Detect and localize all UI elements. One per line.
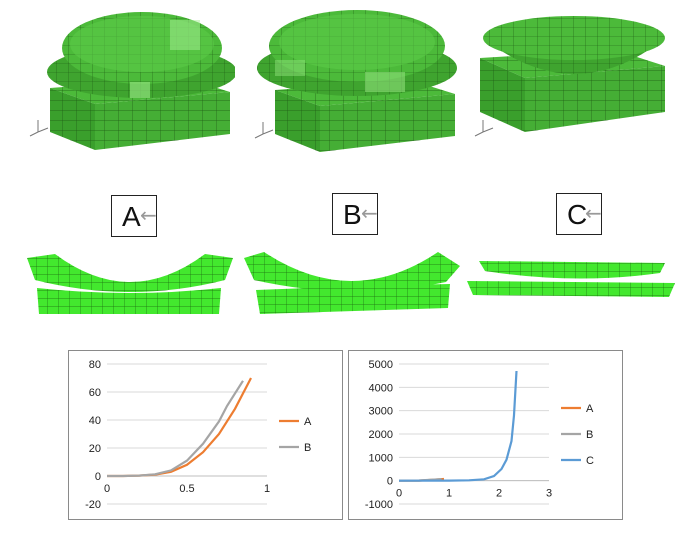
cross-section-b — [244, 252, 460, 314]
y-tick-label: 4000 — [369, 382, 393, 394]
fem-model-2 — [254, 10, 457, 152]
x-tick-label: 2 — [496, 488, 502, 500]
legend-label: A — [586, 403, 594, 415]
x-tick-label: 0 — [104, 483, 110, 495]
case-letter-c: C — [567, 199, 588, 230]
series-line-b — [107, 380, 244, 478]
case-label-a: A ← — [111, 195, 157, 237]
x-tick-label: 0 — [396, 488, 402, 500]
y-tick-label: 40 — [89, 415, 101, 427]
series-line-c — [399, 370, 518, 482]
y-tick-label: 1000 — [369, 452, 393, 464]
y-tick-label: 3000 — [369, 406, 393, 418]
x-tick-label: 1 — [446, 488, 452, 500]
y-tick-label: -1000 — [365, 499, 393, 511]
y-tick-label: 0 — [95, 471, 101, 483]
x-tick-label: 1 — [264, 483, 270, 495]
y-tick-label: 80 — [89, 359, 101, 371]
y-tick-label: 2000 — [369, 429, 393, 441]
y-tick-label: 5000 — [369, 359, 393, 371]
legend-label: C — [586, 455, 594, 467]
case-letter-a: A — [122, 201, 141, 232]
cross-section-c — [467, 261, 675, 297]
series-line-a — [107, 377, 252, 478]
y-tick-label: -20 — [85, 499, 101, 511]
case-label-b: B ← — [332, 193, 378, 235]
fem-model-3 — [474, 16, 665, 137]
fem-model-1 — [29, 12, 235, 150]
cross-section-a — [27, 254, 233, 314]
x-tick-label: 0.5 — [179, 483, 194, 495]
left-arrow-icon: ← — [585, 201, 602, 225]
legend-label: B — [586, 429, 593, 441]
legend-label: B — [304, 442, 311, 454]
legend-label: A — [304, 416, 312, 428]
case-letter-b: B — [343, 199, 362, 230]
y-tick-label: 60 — [89, 387, 101, 399]
case-label-c: C ← — [556, 193, 602, 235]
left-arrow-icon: ← — [361, 201, 378, 225]
left-arrow-icon: ← — [140, 203, 157, 227]
axis-triad-icon — [29, 120, 49, 137]
y-tick-label: 0 — [387, 476, 393, 488]
x-tick-label: 3 — [546, 488, 552, 500]
y-tick-label: 20 — [89, 443, 101, 455]
